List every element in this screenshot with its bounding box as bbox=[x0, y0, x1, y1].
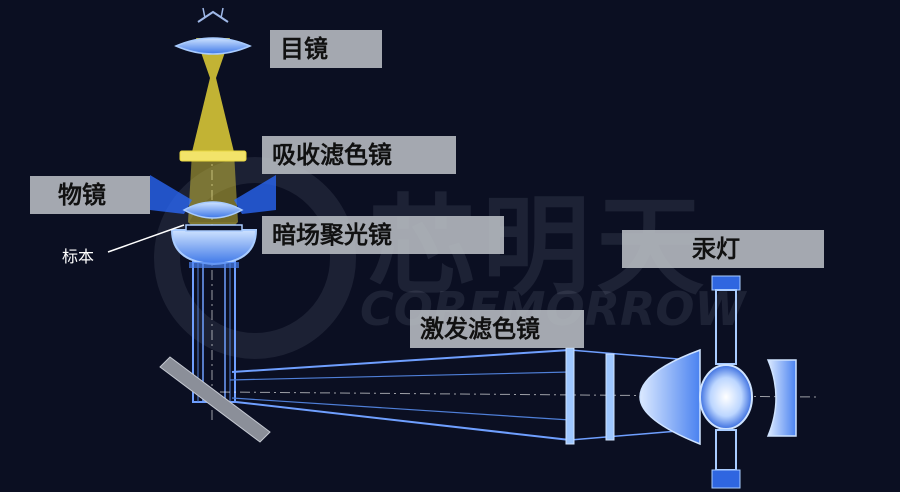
objective-lens bbox=[150, 175, 276, 219]
eyepiece-lens bbox=[174, 7, 252, 55]
exciter-filter bbox=[565, 347, 615, 445]
label-barrier-filter: 吸收滤色镜 bbox=[262, 136, 456, 174]
watermark-logo bbox=[154, 157, 356, 359]
reflecting-mirror bbox=[159, 356, 271, 443]
label-eyepiece: 目镜 bbox=[270, 30, 382, 68]
darkfield-condenser bbox=[170, 224, 258, 268]
label-darkfield-condenser: 暗场聚光镜 bbox=[262, 216, 504, 254]
label-specimen: 标本 bbox=[62, 247, 95, 266]
collector-lens bbox=[639, 348, 701, 446]
horizontal-light-path bbox=[219, 349, 821, 441]
lamp-reflector bbox=[766, 359, 797, 437]
label-mercury-lamp: 汞灯 bbox=[622, 230, 824, 268]
barrier-filter bbox=[179, 150, 247, 162]
label-objective: 物镜 bbox=[30, 176, 150, 214]
specimen-pointer bbox=[107, 224, 185, 253]
label-exciter-filter: 激发滤色镜 bbox=[410, 310, 584, 348]
mercury-lamp bbox=[699, 275, 753, 489]
